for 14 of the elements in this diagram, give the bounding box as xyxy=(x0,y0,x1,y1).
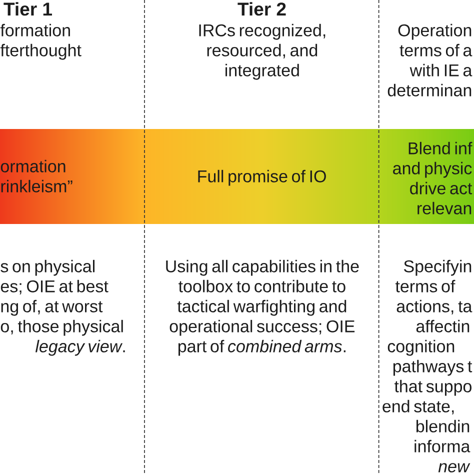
tier-summary: Operation terms of a with IE a determinan xyxy=(388,24,472,96)
band-cell: ormation rinkleism” xyxy=(0,129,144,224)
tier-description: Using all capabilities in the toolbox to contribute to tactical warfighting and operational success; OIE part of combined arms. xyxy=(166,260,359,356)
tier-summary: formation fterthought xyxy=(0,24,82,60)
tier-summary: IRCs recognized, resourced, and integrated xyxy=(199,24,326,80)
node-label: ormation rinkleism” xyxy=(0,160,72,192)
node-label: Full promise of IO xyxy=(198,170,326,186)
node-label: Blend inf and physic drive act relevan xyxy=(393,142,472,214)
band-cell: Blend inf and physic drive act relevan xyxy=(378,129,474,224)
band-cell: Full promise of IO xyxy=(144,129,379,224)
tier-description: Specifyin terms of actions, ta affectin cognition pathways t that suppo end state, blendin informa new xyxy=(382,260,472,472)
tier-heading: Tier 2 xyxy=(238,2,286,16)
tier-description: s on physical es; OIE at best ng of, at worst o, those physical legacy view. xyxy=(0,260,125,356)
tier-heading: Tier 1 xyxy=(4,2,52,16)
